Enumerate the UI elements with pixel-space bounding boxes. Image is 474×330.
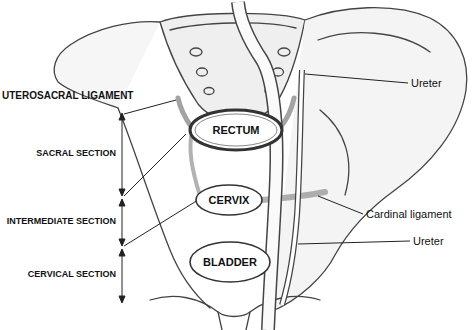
organ-cervix: CERVIX: [194, 183, 264, 217]
section-label: SACRAL SECTION: [36, 149, 116, 159]
section-label: INTERMEDIATE SECTION: [7, 217, 116, 227]
ligament-label: UTEROSACRAL LIGAMENT: [2, 90, 133, 101]
structure-label: Ureter: [413, 235, 444, 247]
organ-label: CERVIX: [194, 194, 264, 206]
structure-label: Ureter: [411, 77, 442, 89]
organ-label: BLADDER: [188, 256, 272, 268]
organ-bladder: BLADDER: [188, 240, 272, 284]
organ-rectum: RECTUM: [188, 108, 284, 152]
section-label: CERVICAL SECTION: [28, 270, 116, 280]
structure-label: Cardinal ligament: [366, 208, 452, 220]
organ-label: RECTUM: [188, 124, 284, 136]
